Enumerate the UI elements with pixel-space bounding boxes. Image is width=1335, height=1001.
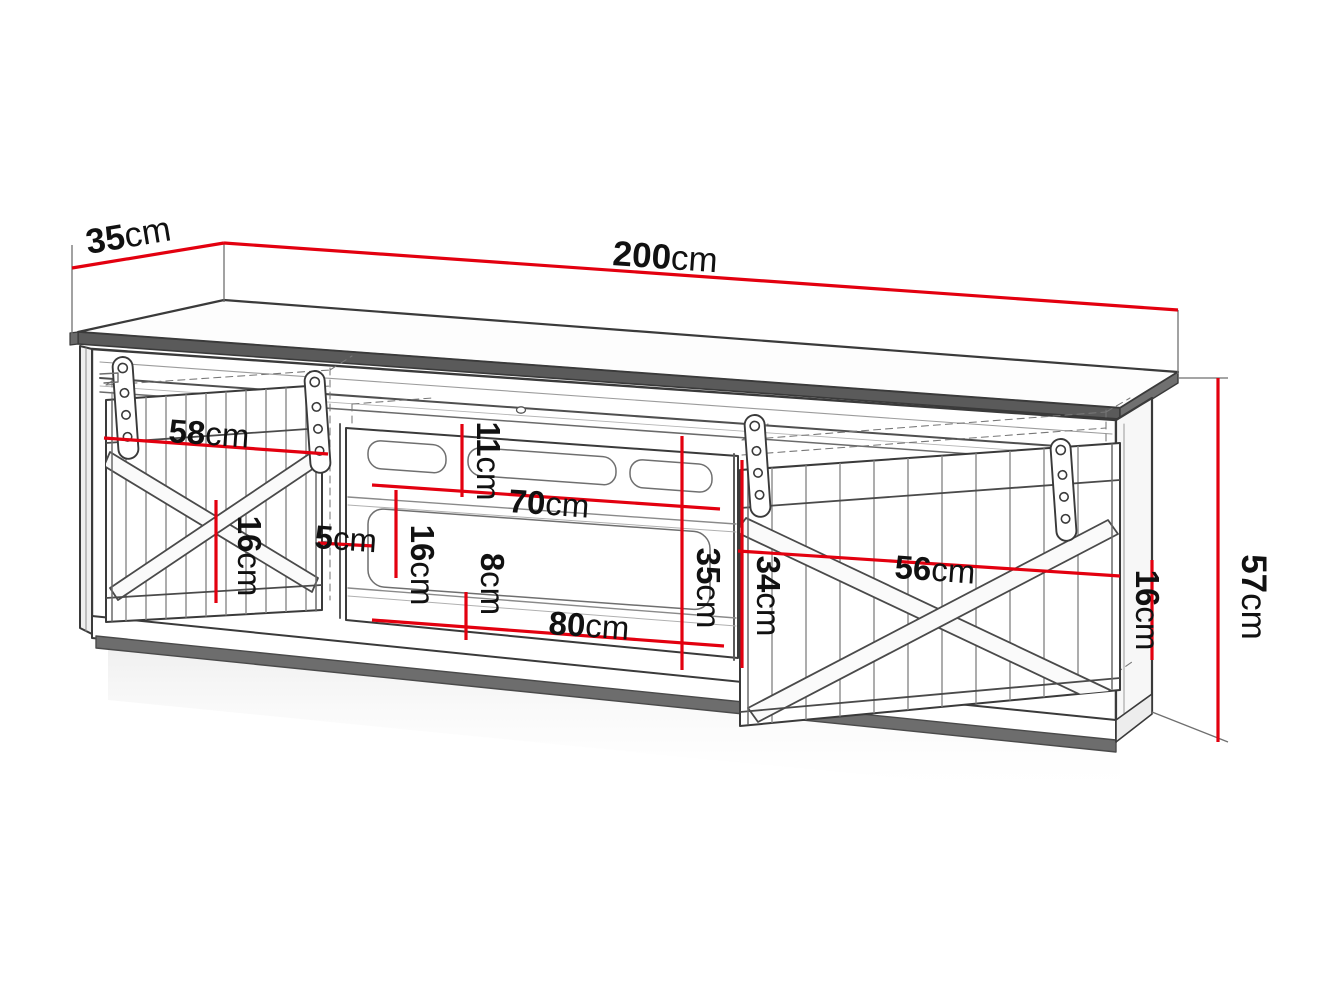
dim-line-right-56 — [737, 549, 1121, 578]
dim-line-left-58 — [103, 436, 329, 456]
label-center-8: 8cm — [474, 553, 511, 615]
center-shelf-lower — [347, 587, 737, 619]
dim-line-depth-35 — [71, 241, 225, 270]
right-side-panel — [1114, 396, 1154, 740]
vent-slot — [367, 440, 447, 474]
label-center-11: 11cm — [470, 422, 507, 501]
label-center-70: 70cm — [508, 482, 591, 525]
label-center-16: 16cm — [404, 525, 441, 606]
label-width-200: 200cm — [611, 234, 719, 280]
floor-shadow — [108, 636, 1120, 800]
center-shelf-upper-thickness — [347, 504, 737, 533]
label-right-34: 34cm — [750, 556, 787, 637]
label-center-35: 35cm — [690, 548, 727, 629]
hanger-right-2 — [1049, 438, 1078, 542]
screw-dot — [515, 406, 527, 414]
dimension-labels: 35cm 200cm 57cm 58cm 16cm 5cm 11cm 70cm — [83, 209, 1273, 650]
label-height-57: 57cm — [1234, 554, 1273, 640]
dim-line-center-70 — [371, 483, 721, 511]
label-left-16: 16cm — [231, 516, 268, 597]
left-sliding-door[interactable] — [104, 384, 326, 623]
plinth-right-return — [1115, 693, 1153, 743]
label-left-58: 58cm — [168, 412, 251, 455]
center-shelf-lower-thickness — [347, 595, 737, 627]
vent-slot — [629, 459, 713, 493]
label-gap-5: 5cm — [314, 518, 379, 559]
hanger-right-1 — [743, 414, 772, 518]
label-right-56: 56cm — [894, 548, 977, 591]
left-door-x-brace — [106, 447, 322, 601]
vent-slots-group — [367, 440, 713, 611]
vent-slot — [467, 447, 617, 486]
dimension-lines — [71, 241, 1229, 743]
hanger-left-1 — [111, 356, 140, 460]
left-track-bracket — [99, 372, 119, 384]
barn-door-hangers — [111, 356, 1078, 542]
center-shelf-upper — [347, 496, 737, 525]
hanger-left-2 — [303, 370, 332, 474]
dim-line-gap-5 — [317, 541, 375, 548]
cabinet-body — [69, 298, 1180, 800]
label-depth-35: 35cm — [83, 209, 174, 261]
label-right-16: 16cm — [1129, 570, 1166, 651]
label-center-80: 80cm — [548, 604, 631, 647]
dim-line-width-200 — [223, 241, 1179, 312]
top-board-left-nib — [69, 331, 79, 346]
dim-line-center-80 — [371, 618, 725, 648]
extension-lines — [71, 243, 1229, 743]
